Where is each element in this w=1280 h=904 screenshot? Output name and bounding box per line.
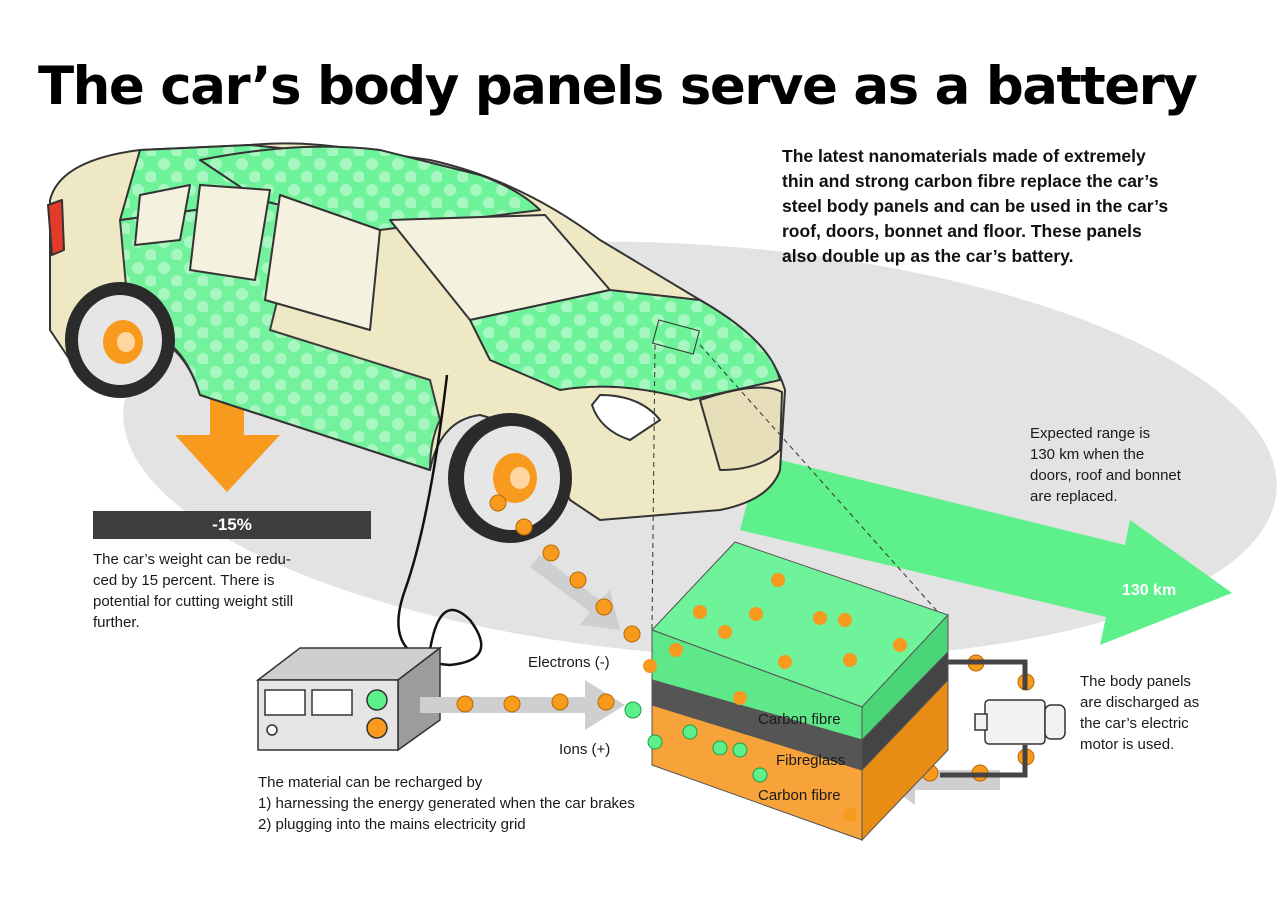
car-illustration	[47, 142, 786, 521]
front-wheel	[448, 413, 572, 543]
range-arrow-label: 130 km	[1122, 582, 1177, 599]
intro-paragraph: The latest nanomaterials made of extreme…	[782, 146, 1169, 266]
weight-reduction-badge: -15%	[93, 511, 371, 539]
rear-wheel	[65, 282, 175, 398]
electron-arrow	[420, 680, 625, 730]
motor-circuit	[930, 659, 1028, 778]
fibreglass-label: Fibreglass	[776, 752, 846, 769]
battery-particles	[643, 573, 907, 822]
electrons-label: Electrons (-)	[528, 654, 610, 671]
carbon-fibre-top-label: Carbon fibre	[758, 711, 841, 728]
charger-box	[255, 646, 443, 752]
range-arrow	[740, 455, 1232, 645]
page-title: The car’s body panels serve as a battery	[38, 56, 1198, 117]
recharge-description: The material can be recharged by 1) harn…	[258, 774, 635, 833]
battery-block	[651, 541, 949, 842]
ion-particle	[624, 701, 642, 719]
weight-description: The car’s weight can be redu- ced by 15 …	[93, 551, 294, 631]
weight-down-arrow	[175, 395, 280, 492]
motor-icon	[974, 699, 1066, 745]
range-description: Expected range is 130 km when the doors,…	[1030, 425, 1181, 505]
ions-label: Ions (+)	[559, 741, 611, 758]
discharge-description: The body panels are discharged as the ca…	[1080, 673, 1200, 753]
carbon-fibre-bottom-label: Carbon fibre	[758, 787, 841, 804]
